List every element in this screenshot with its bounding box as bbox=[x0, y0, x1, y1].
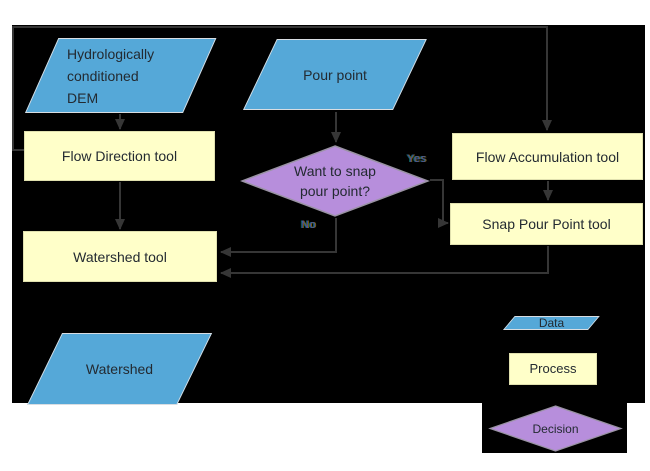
node-watershed-tool: Watershed tool bbox=[23, 231, 217, 282]
edge-label-yes: Yes bbox=[407, 153, 427, 165]
node-decision-shape bbox=[239, 145, 431, 222]
node-flow-accumulation: Flow Accumulation tool bbox=[452, 133, 643, 180]
node-watershed-label: Watershed bbox=[85, 361, 154, 377]
legend-data-label: Data bbox=[538, 316, 565, 330]
node-pour-point-label: Pour point bbox=[303, 66, 367, 83]
legend-decision-label: Decision bbox=[532, 421, 579, 436]
legend-decision-shape bbox=[488, 405, 623, 457]
legend-process: Process bbox=[509, 353, 597, 385]
node-dem-label: Hydrologically conditioned DEM bbox=[67, 46, 155, 106]
node-decision-label: Want to snap pour point? bbox=[294, 163, 376, 199]
node-flow-direction: Flow Direction tool bbox=[24, 131, 215, 181]
node-snap-pour-point: Snap Pour Point tool bbox=[450, 203, 643, 245]
edge-label-no: No bbox=[301, 219, 317, 231]
